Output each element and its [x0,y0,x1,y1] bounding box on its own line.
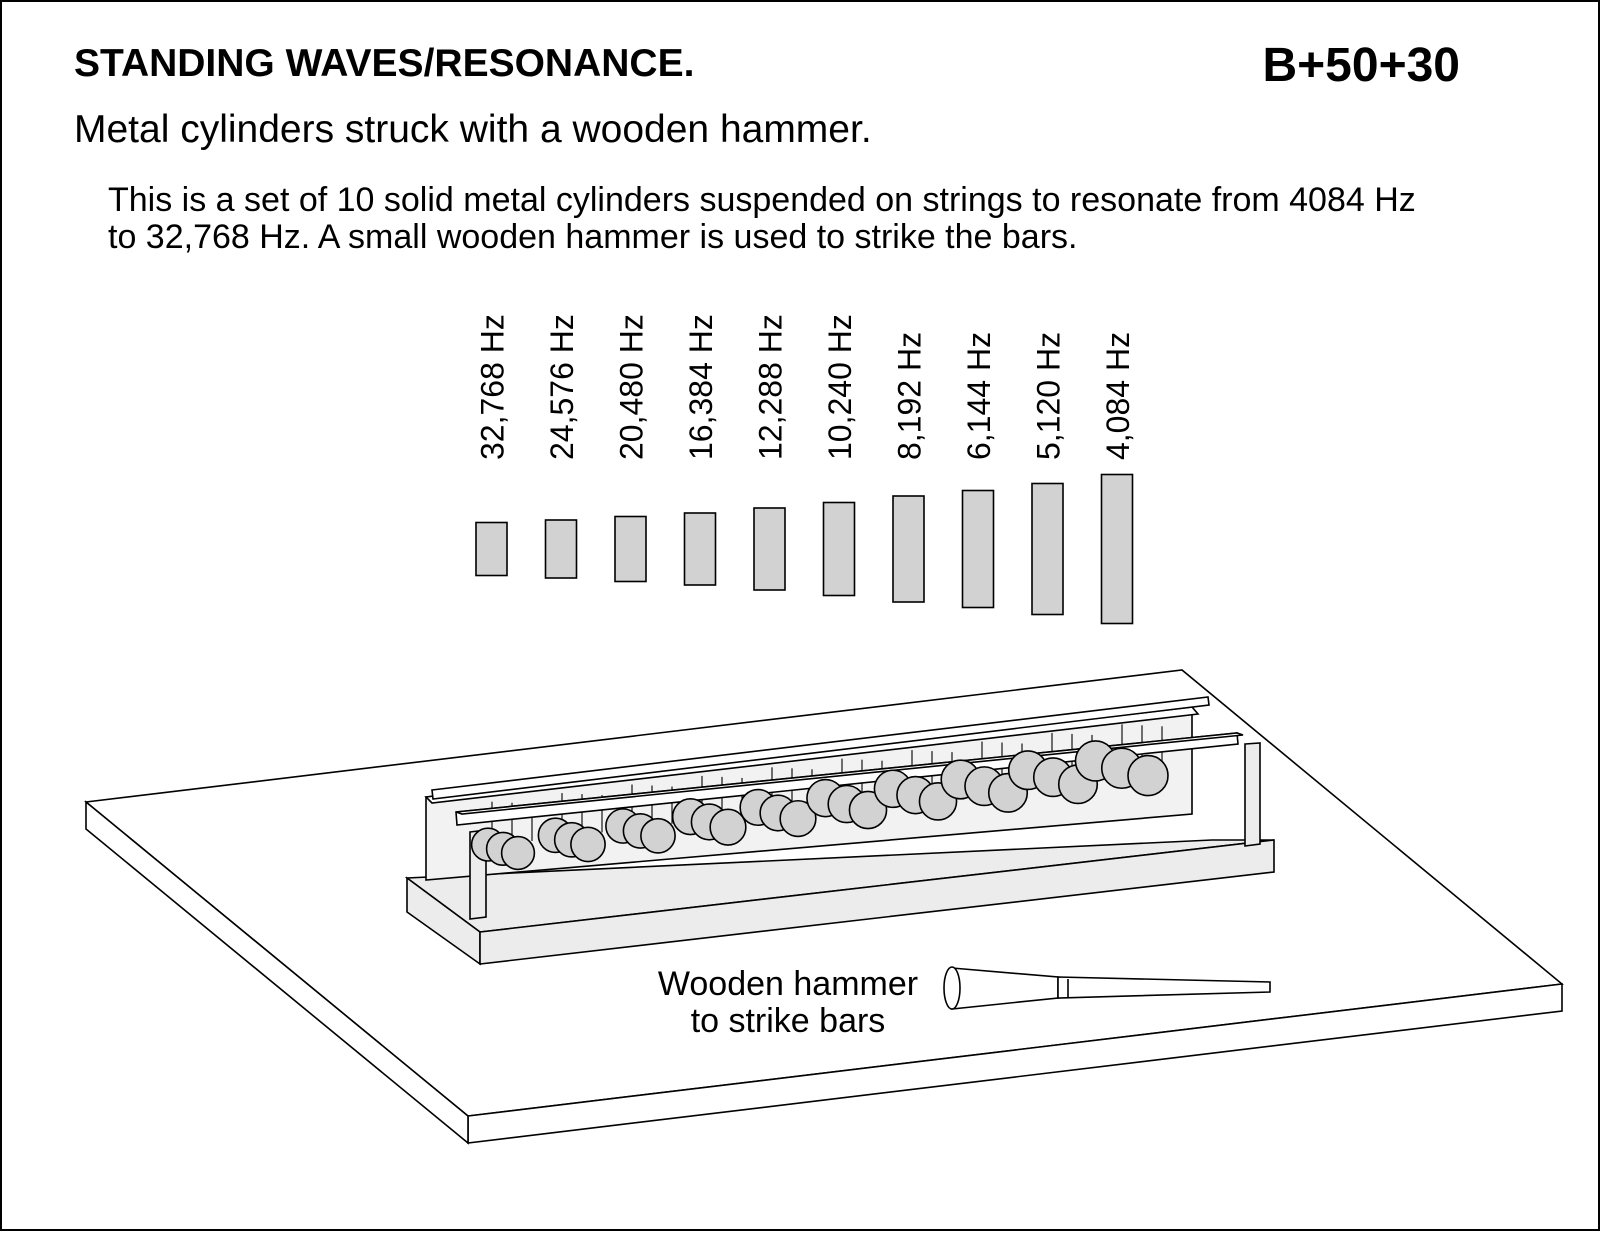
rack-cylinder-front [570,826,606,863]
cylinder-side-view [1031,482,1064,616]
cylinder-side-view [683,512,717,586]
frequency-label: 8,192 Hz [892,332,928,460]
page-title: STANDING WAVES/RESONANCE. [74,42,695,85]
frequency-labels: 32,768 Hz 24,576 Hz 20,480 Hz 16,384 Hz 12,2… [475,314,1137,460]
cylinder-side-view [892,495,925,603]
rack-cylinder-front [500,835,536,871]
page-subtitle: Metal cylinders struck with a wooden ham… [74,108,872,151]
rack-cylinder-front [640,817,676,854]
frequency-label: 32,768 Hz [475,314,511,460]
frequency-label: 5,120 Hz [1031,332,1067,460]
wooden-hammer [943,966,1271,1010]
frequency-label: 10,240 Hz [822,314,858,460]
hammer-label-line: Wooden hammer [658,965,918,1003]
cylinder-side-view [1100,473,1134,625]
rack-right-post [1244,742,1261,847]
rack-cylinder-front [779,799,817,838]
rack-cylinder-front [709,808,747,846]
description: This is a set of 10 solid metal cylinder… [108,182,1416,256]
cylinder-side-view [475,521,508,577]
hammer-handle [1057,976,1271,999]
hammer-head-face [943,966,961,1010]
cylinder-side-view [614,515,647,583]
cylinder-side-views [475,473,1134,625]
rack-back-rail [431,696,1210,800]
frequency-label: 12,288 Hz [753,314,789,460]
frequency-label: 24,576 Hz [544,314,580,460]
table-left-face [85,800,469,1145]
rack-front-rail-top [455,732,1244,815]
cylinder-side-view [961,489,995,609]
rack-cylinder-front [1127,754,1169,797]
frequency-label: 20,480 Hz [614,314,650,460]
frequency-label: 4,084 Hz [1100,332,1136,460]
hammer-label-line: to strike bars [691,1002,886,1040]
cylinder-side-view [753,507,786,591]
demo-code: B+50+30 [1262,39,1460,92]
rack-cylinder-front [848,790,888,830]
frequency-label: 16,384 Hz [683,314,719,460]
frequency-label: 6,144 Hz [961,332,997,460]
rack-base-right [479,839,1275,965]
description-line: to 32,768 Hz. A small wooden hammer is u… [108,218,1078,256]
cylinder-side-view [544,519,578,579]
description-line: This is a set of 10 solid metal cylinder… [108,181,1416,219]
cylinder-side-view [822,501,856,597]
rack-cylinders [470,740,1169,871]
